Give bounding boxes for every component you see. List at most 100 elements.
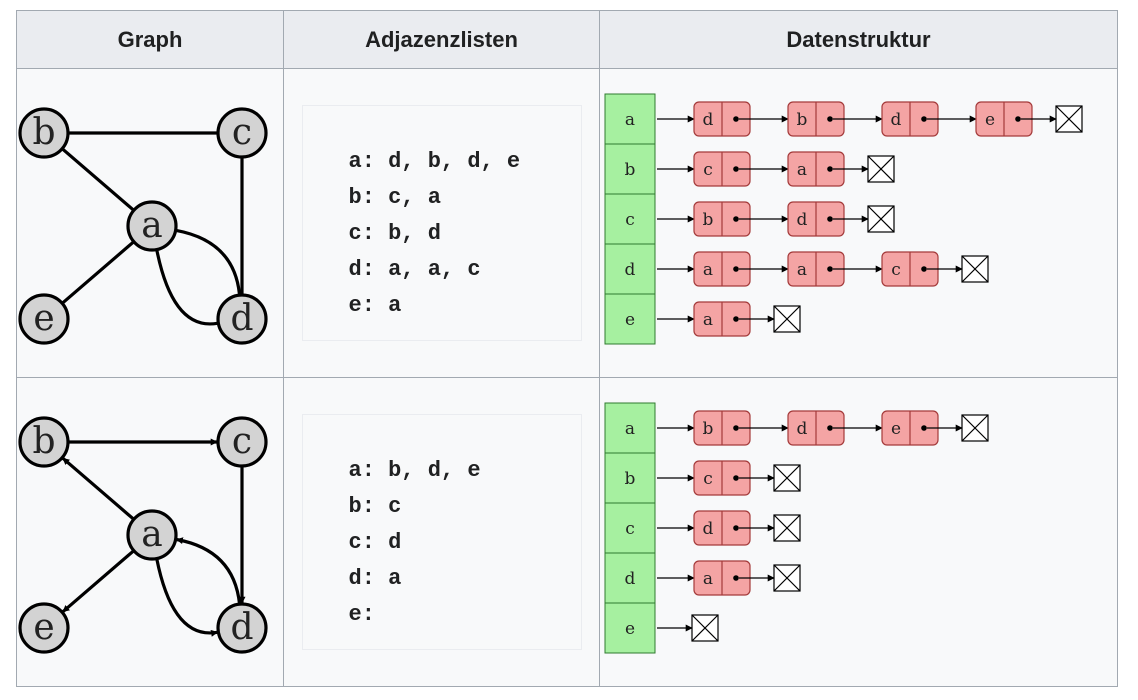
null-terminator-a [1055, 105, 1083, 133]
graph-node-e: e [18, 602, 70, 654]
list-node-a-3: d [881, 101, 939, 137]
list-node-a-1: b [693, 410, 751, 446]
adjacency-cell-undirected: a: d, b, d, e b: c, a c: b, d d: a, a, c… [283, 68, 600, 378]
header-row: Graph Adjazenzlisten Datenstruktur [16, 10, 1118, 69]
null-terminator-b [773, 464, 801, 492]
list-node-value: c [703, 469, 713, 489]
list-node-pointer-dot [827, 266, 833, 272]
graph-node-label: b [32, 112, 55, 153]
list-node-value: e [891, 419, 901, 439]
graph-node-d: d [216, 293, 268, 345]
adjacency-line: d: a [348, 566, 402, 591]
null-terminator-c [867, 205, 895, 233]
graph-node-label: a [141, 205, 162, 246]
list-node-pointer-dot [733, 575, 739, 581]
list-node-pointer-dot [1015, 116, 1021, 122]
graph-node-b: b [18, 416, 70, 468]
array-cell-label: b [625, 160, 636, 180]
null-terminator-e [773, 305, 801, 333]
adjacency-line: e: [348, 602, 375, 627]
list-node-b-1: c [693, 460, 751, 496]
array-cell-b: b [604, 143, 656, 195]
graph-edge-a-d [155, 558, 219, 637]
graph-node-label: c [232, 421, 252, 462]
adjacency-line: b: c, a [348, 185, 441, 210]
list-node-value: a [797, 260, 807, 280]
graph-edge-d-a [175, 537, 242, 605]
list-node-value: a [703, 569, 713, 589]
list-node-pointer-dot [921, 425, 927, 431]
list-node-pointer-dot [921, 266, 927, 272]
graph-edge-a-e [61, 240, 135, 304]
graph-node-c: c [216, 107, 268, 159]
array-cell-d: d [604, 552, 656, 604]
adjacency-line: c: d [348, 530, 402, 555]
list-node-pointer-dot [733, 166, 739, 172]
graph-node-a: a [126, 200, 178, 252]
header-graph: Graph [16, 10, 284, 69]
list-node-c-2: d [787, 201, 845, 237]
array-cell-d: d [604, 243, 656, 295]
graph-node-a: a [126, 509, 178, 561]
list-node-value: d [891, 110, 902, 130]
graph-edge-a-d [175, 228, 242, 295]
adjacency-line: c: b, d [348, 221, 441, 246]
graph-node-label: c [232, 112, 252, 153]
graph-node-label: e [33, 298, 54, 339]
list-node-pointer-dot [733, 316, 739, 322]
null-terminator-b [867, 155, 895, 183]
graph-node-label: b [32, 421, 55, 462]
list-node-value: e [985, 110, 995, 130]
array-cell-label: a [625, 419, 635, 439]
header-data-structure: Datenstruktur [599, 10, 1118, 69]
list-node-pointer-dot [733, 116, 739, 122]
array-cell-label: b [625, 469, 636, 489]
list-node-a-3: e [881, 410, 939, 446]
list-node-value: d [797, 210, 808, 230]
graph-node-d: d [216, 602, 268, 654]
array-cell-e: e [604, 293, 656, 345]
graph-cell-directed: a b c d e [16, 377, 284, 687]
list-node-pointer-dot [827, 116, 833, 122]
list-node-value: b [797, 110, 808, 130]
array-cell-label: c [625, 210, 635, 230]
null-terminator-d [961, 255, 989, 283]
adjacency-list-box: a: d, b, d, e b: c, a c: b, d d: a, a, c… [301, 105, 582, 341]
list-node-pointer-dot [733, 425, 739, 431]
row-undirected: a b c d e a: d, b, d, e b: c, a c: b, d d: a… [16, 68, 1118, 378]
list-node-value: b [703, 210, 714, 230]
list-node-a-2: b [787, 101, 845, 137]
graph-node-e: e [18, 293, 70, 345]
list-node-value: d [703, 519, 714, 539]
list-node-pointer-dot [921, 116, 927, 122]
null-terminator-e [691, 614, 719, 642]
list-node-value: a [797, 160, 807, 180]
null-terminator-c [773, 514, 801, 542]
list-node-pointer-dot [733, 216, 739, 222]
array-cell-label: c [625, 519, 635, 539]
header-adjacency-lists: Adjazenzlisten [283, 10, 600, 69]
adjacency-line: a: d, b, d, e [348, 149, 521, 174]
graph-edge-a-b [61, 457, 135, 521]
list-node-pointer-dot [733, 525, 739, 531]
list-node-pointer-dot [827, 216, 833, 222]
array-cell-label: d [625, 260, 636, 280]
list-node-pointer-dot [827, 166, 833, 172]
adjacency-line: e: a [348, 293, 402, 318]
array-cell-label: e [625, 310, 635, 330]
array-cell-label: a [625, 110, 635, 130]
list-node-pointer-dot [733, 266, 739, 272]
array-cell-c: c [604, 502, 656, 554]
graph-node-label: a [141, 514, 162, 555]
adjacency-cell-directed: a: b, d, e b: c c: d d: a e: [283, 377, 600, 687]
list-node-pointer-dot [827, 425, 833, 431]
array-cell-a: a [604, 402, 656, 454]
graph-node-c: c [216, 416, 268, 468]
list-node-value: b [703, 419, 714, 439]
adjacency-line: d: a, a, c [348, 257, 481, 282]
array-cell-c: c [604, 193, 656, 245]
